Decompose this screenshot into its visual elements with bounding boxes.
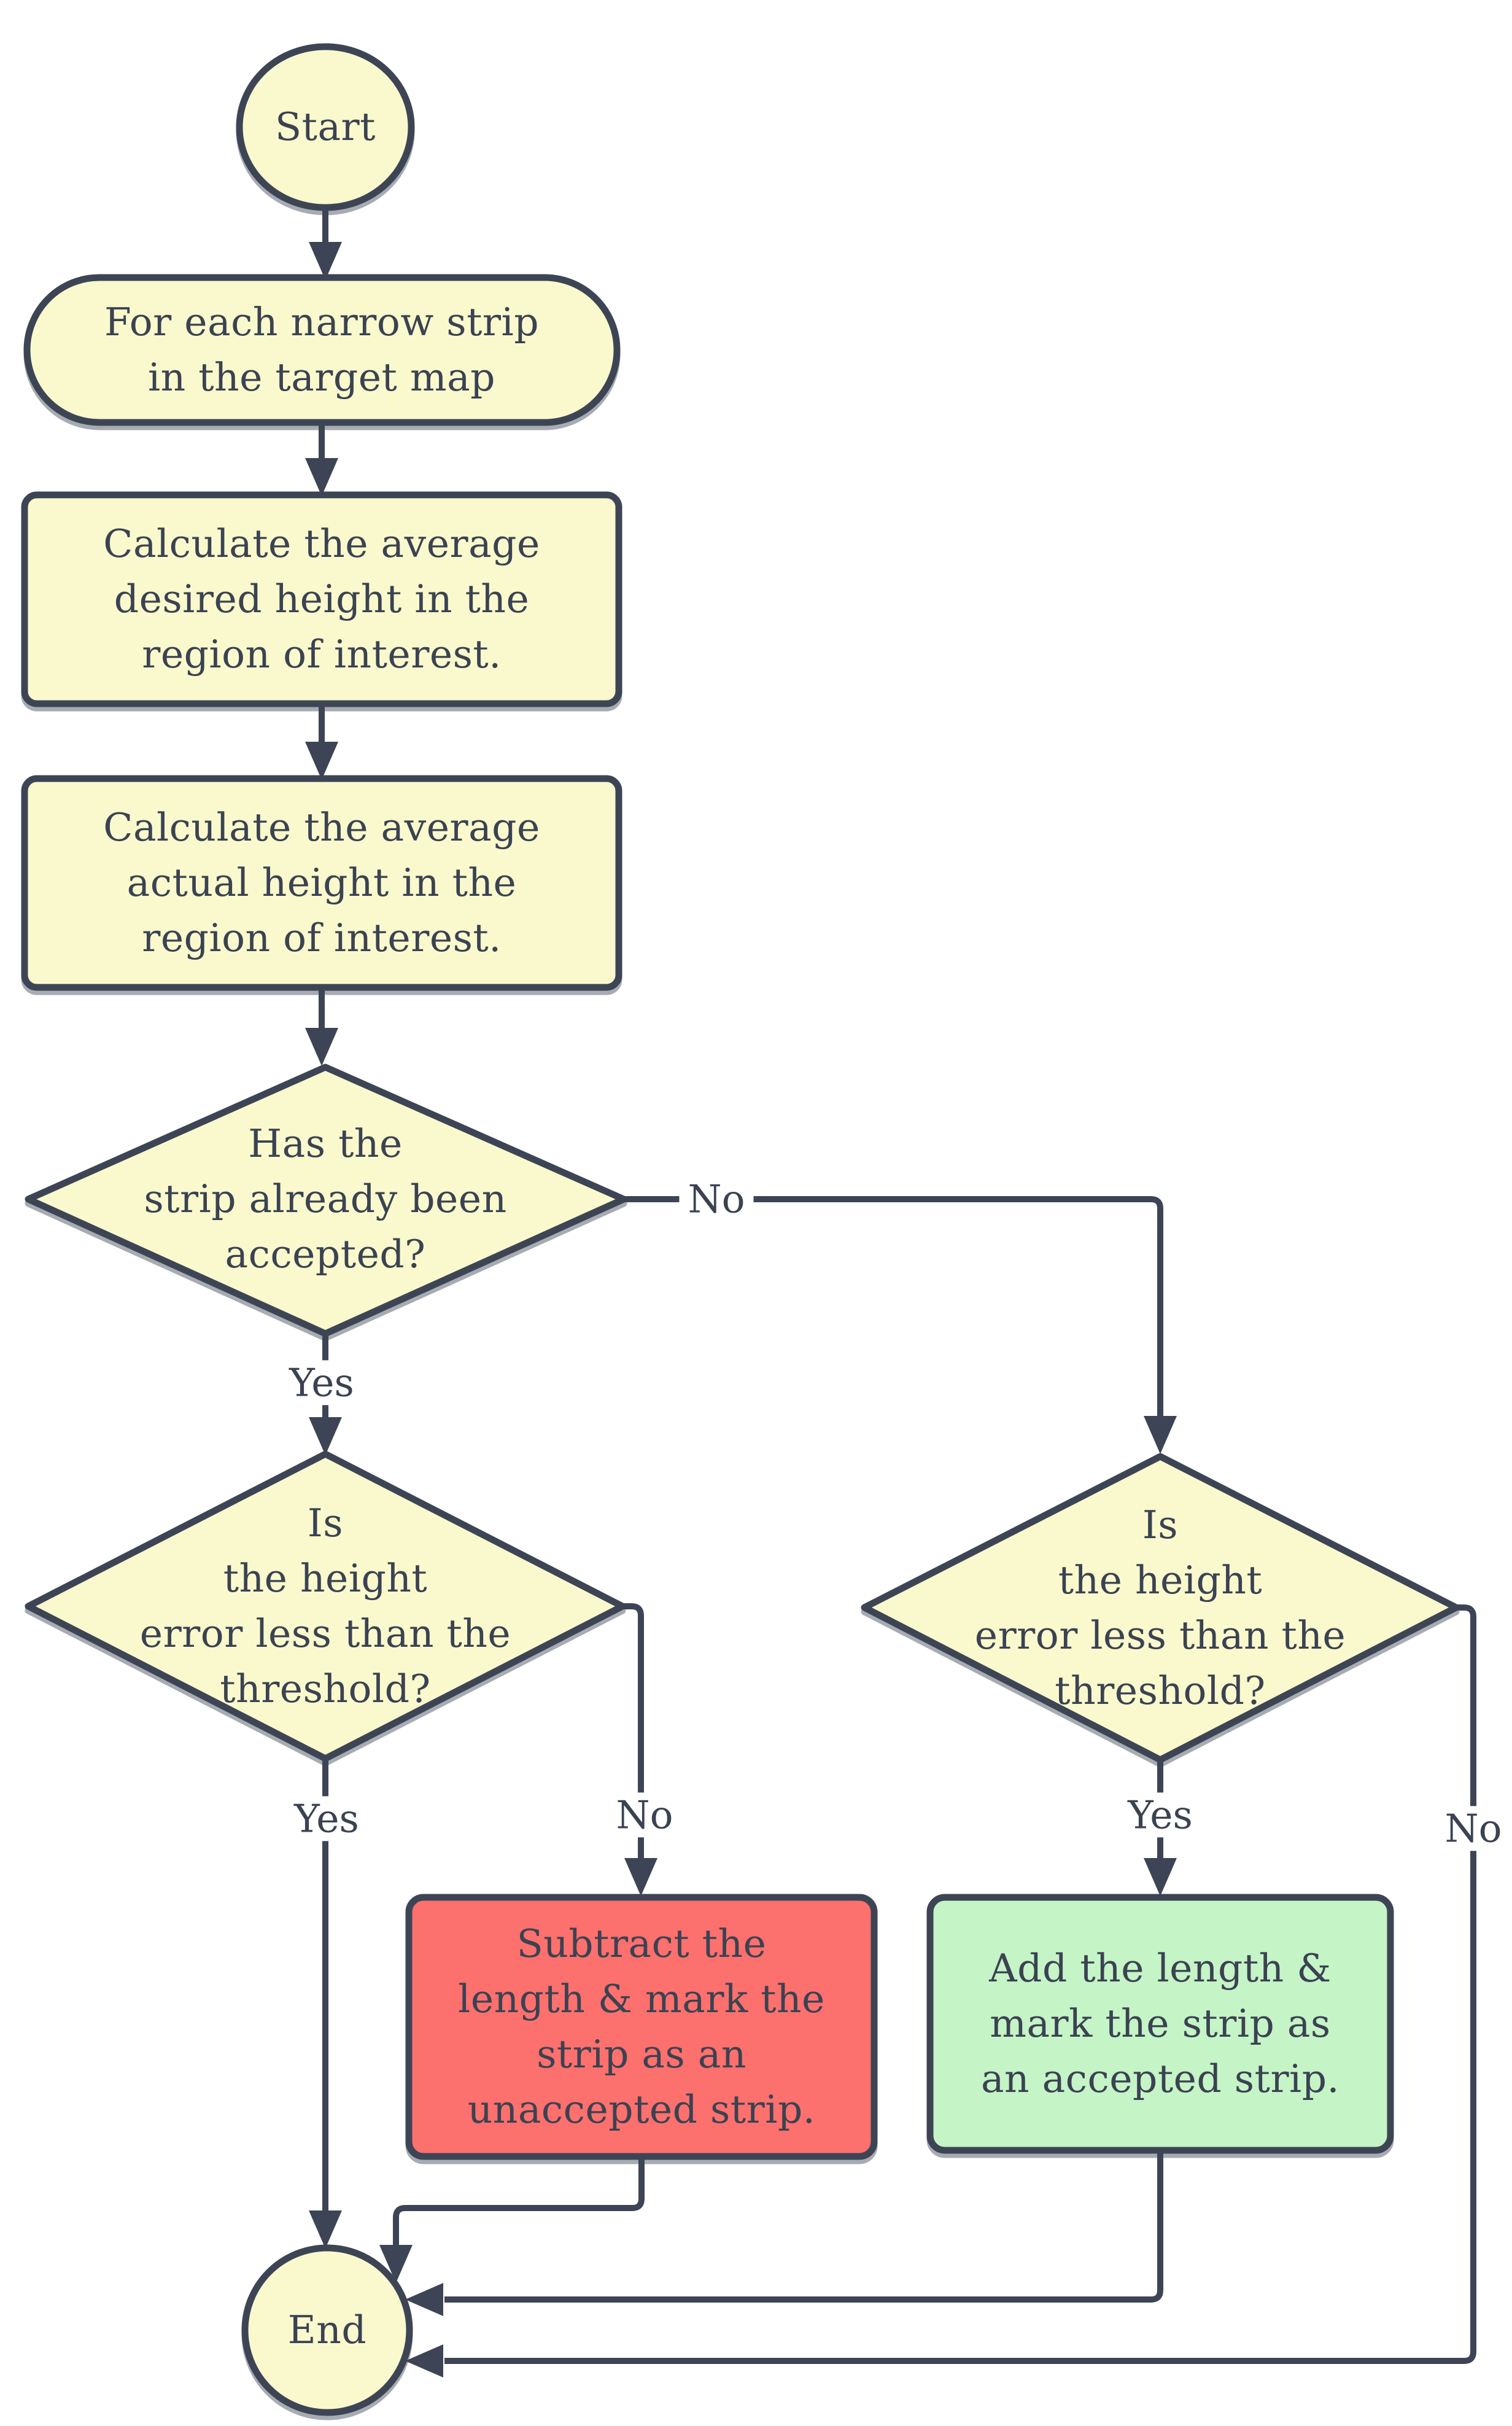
loop-node-label: For each narrow strip in the target map xyxy=(104,299,540,400)
arrowhead-add-end xyxy=(405,2283,443,2316)
start-node-label: Start xyxy=(275,104,376,149)
accepted-check-node-label: Has the strip already been accepted? xyxy=(144,1121,507,1277)
arrowhead-subtract-end xyxy=(379,2245,413,2283)
connector-subtract-end xyxy=(393,2156,645,2249)
threshold-right-node-label: Is the height error less than the thresh… xyxy=(974,1502,1346,1714)
subtract-process-shape xyxy=(405,1894,878,2160)
edge-label-no-right: No xyxy=(1436,1806,1511,1851)
add-process-shape xyxy=(926,1894,1394,2154)
connector-threshold-right-no xyxy=(444,1604,1476,2364)
arrowhead-yes-add xyxy=(1144,1858,1177,1896)
end-terminator-shape xyxy=(241,2244,413,2416)
edge-label-no-accepted: No xyxy=(679,1176,754,1222)
arrowhead-no-end xyxy=(405,2344,443,2377)
edge-label-yes-right: Yes xyxy=(1119,1792,1201,1838)
arrowhead-no-subtract xyxy=(624,1858,657,1896)
arrowhead-yes-end xyxy=(309,2210,342,2249)
threshold-right-decision-shape xyxy=(861,1453,1460,1763)
arrowhead-no-threshold-right xyxy=(1144,1416,1177,1454)
loop-stadium-shape xyxy=(23,274,621,426)
calc-desired-node-label: Calculate the average desired height in … xyxy=(103,521,540,677)
threshold-left-node-label: Is the height error less than the thresh… xyxy=(139,1500,511,1712)
arrowhead-yes-threshold-left xyxy=(309,1417,342,1455)
edge-label-no-left: No xyxy=(607,1792,682,1838)
start-terminator-shape xyxy=(236,43,415,211)
arrowhead-calc-actual-accepted-check xyxy=(305,1028,338,1066)
accepted-check-decision-shape xyxy=(25,1063,627,1337)
connector-accepted-check-no xyxy=(624,1196,1163,1421)
arrowhead-calc-desired-calc-actual xyxy=(305,742,338,780)
arrowhead-start-loop xyxy=(309,242,342,280)
edge-label-yes-accepted: Yes xyxy=(281,1360,363,1405)
calc-actual-node-label: Calculate the average actual height in t… xyxy=(103,804,540,961)
arrowhead-loop-calc-desired xyxy=(305,458,338,496)
connector-add-end xyxy=(444,2150,1163,2303)
end-node-label: End xyxy=(287,2307,367,2352)
connector-threshold-left-no xyxy=(622,1603,644,1863)
calc-actual-process-shape xyxy=(21,775,622,991)
subtract-node-label: Subtract the length & mark the strip as … xyxy=(458,1921,825,2132)
add-node-label: Add the length & mark the strip as an ac… xyxy=(980,1945,1340,2102)
calc-desired-process-shape xyxy=(21,491,622,707)
edge-label-yes-left: Yes xyxy=(285,1796,368,1841)
threshold-left-decision-shape xyxy=(25,1450,626,1762)
